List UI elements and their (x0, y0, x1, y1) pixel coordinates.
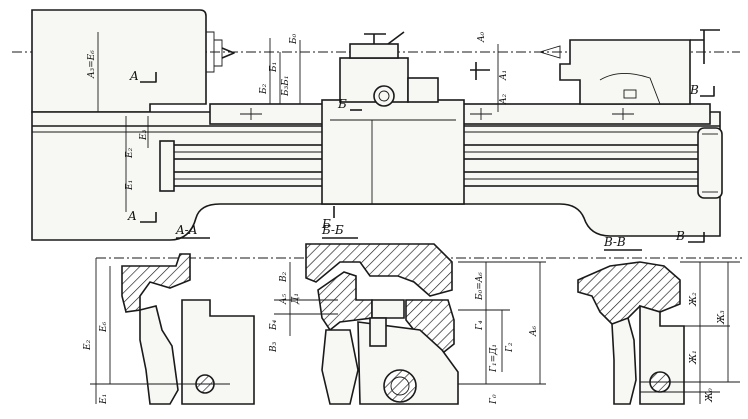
cut-c-bottom: В (675, 229, 685, 243)
headstock (31, 9, 207, 113)
label-b3-b1: Б₃Б₁ (281, 76, 291, 97)
section-b-title: Б-Б (321, 223, 344, 237)
section-a-guideway (121, 253, 191, 313)
section-b-guideway (317, 271, 373, 332)
label-a2: A₂ (499, 94, 509, 105)
carriage-apron (321, 99, 465, 205)
section-c-guideway (577, 261, 681, 325)
label-a-e2: E₂ (83, 339, 93, 351)
label-b-d1: Д₁ (291, 293, 301, 305)
label-b-a5: A₅ (279, 294, 289, 305)
cut-a-top: A (129, 69, 139, 83)
tailstock (559, 39, 691, 105)
label-a3-e6: A₃=E₆ (87, 50, 97, 79)
label-c-zh3: Ж₃ (717, 310, 727, 325)
label-b-b3: В₃ (269, 341, 279, 353)
label-b0: Б₀ (289, 33, 299, 45)
section-c-body (611, 316, 637, 405)
section-b-saddle (305, 243, 453, 297)
section-v-v: В-В Ж₂ Ж₃ Ж₁ Ж₀ (560, 235, 742, 405)
top-dimension-labels: A₃=E₆ Б₀ Б₁ Б₂ Б₃Б₁ A₀ A₁ A₂ E₃ E₂ E₁ (87, 32, 509, 212)
cut-b-top: Б (337, 97, 347, 111)
label-b-a6: A₆ (529, 326, 539, 337)
section-a-a: A-A E₂ E₆ E₁ (83, 223, 270, 405)
label-e1: E₁ (125, 180, 135, 191)
label-b-g1-d1: Г₁=Д₁ (489, 344, 499, 373)
label-b-b2: В₂ (279, 271, 289, 283)
label-a1: A₁ (499, 70, 509, 81)
label-e2: E₂ (125, 147, 135, 159)
section-a-carriage (139, 305, 179, 405)
label-b-b0-a6: Б₀=A₆ (475, 272, 485, 301)
tool-post (349, 43, 399, 59)
lathe-general-view (12, 9, 740, 241)
label-b-g4: Г₄ (475, 320, 485, 331)
label-e3: E₃ (139, 129, 149, 141)
section-cut-marks: A A Б Б В В (127, 69, 715, 243)
cut-a-bottom: A (127, 209, 137, 223)
label-c-zh0: Ж₀ (705, 388, 715, 403)
cut-c-top: В (689, 83, 699, 97)
label-a-e6: E₆ (99, 321, 109, 333)
label-b-g2: Г₂ (505, 342, 515, 353)
cut-b-bottom: Б (321, 217, 331, 231)
label-b-b4: Б₄ (269, 319, 279, 331)
section-b-b: Б-Б В₂ A₅ Д₁ Б₄ В₃ Б₀=A₆ Г₄ Г₁=Д₁ Г₂ A₆ … (258, 223, 560, 405)
section-a-title: A-A (175, 223, 198, 237)
label-c-zh1: Ж₁ (689, 350, 699, 365)
label-b2: Б₂ (259, 83, 269, 95)
end-bearing (697, 127, 723, 199)
label-b-g0: Г₀ (489, 394, 499, 405)
section-b-leadscrew (383, 369, 417, 403)
label-a0: A₀ (477, 32, 487, 43)
label-a-e1: E₁ (99, 394, 109, 405)
label-c-zh2: Ж₂ (689, 292, 699, 307)
label-b1: Б₁ (269, 62, 279, 73)
section-c-title: В-В (603, 235, 626, 249)
